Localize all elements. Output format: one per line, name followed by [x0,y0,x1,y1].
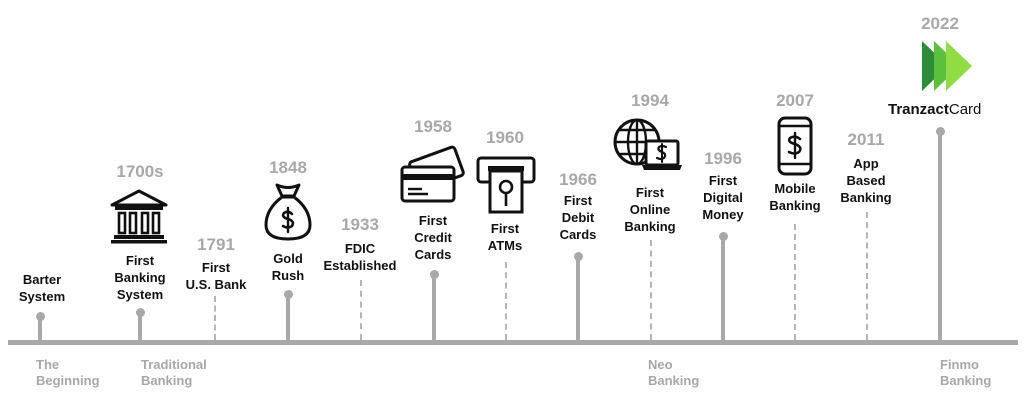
stem [721,236,725,342]
stem-dot [718,232,728,241]
stem [38,316,42,342]
stem-dashed [360,280,362,340]
money-bag-icon [264,183,312,241]
stem [576,256,580,342]
stem [432,274,436,342]
event-year-1960: 1960 [486,128,524,147]
stem [138,312,142,342]
event-year-1791: 1791 [197,235,235,254]
stem-dashed [650,240,652,340]
event-label-debit-cards: First Debit Cards [559,193,597,242]
event-label-digital-money: First Digital Money [702,173,744,222]
era-label-traditional: Traditional Banking [141,357,207,388]
brand-name-bold: Tranzact [888,101,949,118]
event-year-1996: 1996 [704,149,742,168]
event-year-1848: 1848 [269,158,307,177]
stem-dashed [214,296,216,340]
atm-icon [476,156,536,214]
tranzactcard-wordmark: TranzactCard [888,101,981,118]
event-year-1958: 1958 [414,117,452,136]
stem-dot [283,290,293,299]
stem-dashed [505,262,507,340]
era-label-finmo: Finmo Banking [940,357,992,388]
event-year-2011: 2011 [847,130,885,149]
event-label-credit-cards: First Credit Cards [414,213,452,262]
stem-dashed [794,224,796,340]
stem-dot [935,127,945,136]
stem-dot [35,312,45,321]
event-label-mobile-banking: Mobile Banking [769,181,821,213]
event-label-app-banking: App Based Banking [840,156,892,205]
event-year-1994: 1994 [631,91,669,110]
stem-dashed [866,212,868,340]
mobile-phone-icon [777,116,813,176]
stem-dot [135,308,145,317]
credit-cards-icon [400,145,465,203]
event-label-barter: Barter System [18,272,66,304]
brand-name-light: Card [948,101,982,118]
era-label-neo: Neo Banking [648,357,700,388]
timeline-axis [8,340,1018,345]
tranzactcard-logo-icon [922,41,972,91]
event-year-2007: 2007 [776,91,814,110]
stem-dot [429,270,439,279]
event-label-online-banking: First Online Banking [624,185,676,234]
event-year-1966: 1966 [559,170,597,189]
event-label-gold-rush: Gold Rush [271,251,305,283]
stem [938,132,942,342]
event-label-atms: First ATMs [487,221,523,253]
event-label-fdic: FDIC Established [323,241,397,273]
globe-laptop-icon [613,118,682,170]
bank-icon [110,189,168,244]
era-label-beginning: The Beginning [36,357,100,388]
event-label-banking-system: First Banking System [114,253,166,302]
event-year-1933: 1933 [341,215,379,234]
event-year-1700s: 1700s [116,162,164,181]
stem-dot [573,252,583,261]
stem [286,294,290,342]
event-label-us-bank: First U.S. Bank [185,260,247,292]
event-year-2022: 2022 [921,14,959,33]
